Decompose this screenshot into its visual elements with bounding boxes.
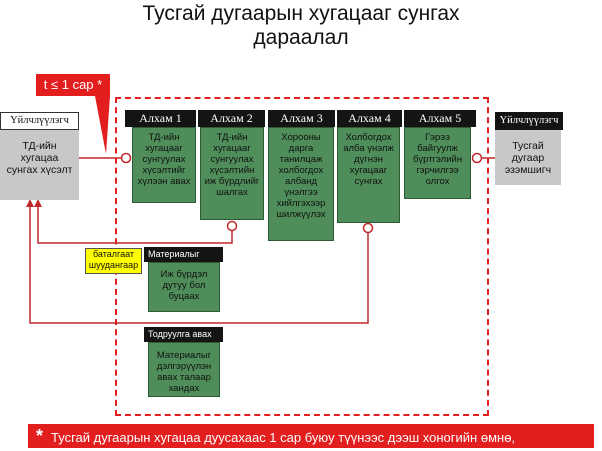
node-circle-step1: [120, 152, 132, 164]
step5-body: Гэрээ байгуулж бүртгэлийн гэрчилгээ олго…: [404, 127, 471, 199]
title-line-1: Тусгай дугаарын хугацааг сунгах: [142, 2, 460, 25]
step5-header: Алхам 5: [404, 110, 476, 127]
time-callout-pointer: [95, 96, 110, 154]
return-box-body: Иж бүрдэл дутуу бол буцаах: [148, 262, 220, 312]
step3-body: Хорооны дарга танилцаж холбогдох албанд …: [268, 127, 334, 241]
node-circle-step2: [226, 220, 238, 232]
clarify-box-header: Тодруулга авах: [144, 327, 223, 342]
client-right-header: Үйлчлүүлэгч: [495, 112, 563, 130]
clarify-path-step4: [29, 201, 369, 324]
client-left-header: Үйлчлүүлэгч: [0, 112, 79, 130]
step4-header: Алхам 4: [337, 110, 402, 127]
step1-body: ТД-ийн хугацааг сунгуулах хүсэлтийг хүлэ…: [132, 127, 196, 203]
step4-body: Холбогдох алба үнэлж дүгнэн хугацааг сун…: [337, 127, 400, 223]
return-arrowhead-step2: [34, 199, 42, 207]
title-line-2: дараалал: [253, 26, 349, 49]
footnote-star: *: [36, 426, 44, 446]
node-circle-step5: [471, 152, 483, 164]
node-circle-step4: [362, 222, 374, 234]
diagram-title: Тусгай дугаарын хугацааг сунгах дараалал: [0, 2, 602, 50]
return-path-step2: [37, 201, 233, 244]
step1-header: Алхам 1: [125, 110, 196, 127]
step3-header: Алхам 3: [268, 110, 335, 127]
step2-body: ТД-ийн хугацааг сунгуулах хүсэлтийн иж б…: [200, 127, 264, 220]
certified-mail-note: баталгаат шуудангаар: [85, 248, 142, 274]
client-left-request: ТД-ийн хугацаа сунгах хүсэлт: [0, 130, 79, 200]
return-box-header: Материалыг буцаах: [144, 247, 223, 274]
step2-header: Алхам 2: [198, 110, 265, 127]
clarify-arrowhead-step4: [26, 199, 34, 207]
client-right-holder: Тусгай дугаар эзэмшигч: [495, 130, 561, 185]
clarify-box-body: Материалыг дэлгэрүүлэн авах талаар ханда…: [148, 342, 220, 397]
time-limit-label: t ≤ 1 сар *: [36, 74, 110, 96]
footnote-text: Тусгай дугаарын хугацаа дуусахаас 1 сар …: [51, 430, 516, 445]
footnote-banner: * Тусгай дугаарын хугацаа дуусахаас 1 сар…: [28, 424, 594, 448]
